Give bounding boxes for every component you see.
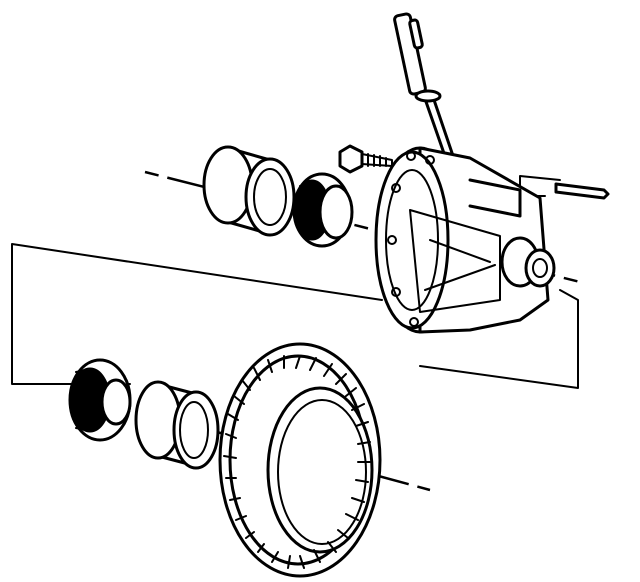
case-bolt-icon <box>338 144 393 174</box>
differential-case-icon <box>374 146 556 334</box>
bearing-cup-lower-icon <box>134 380 220 470</box>
bearing-cup-upper-icon <box>202 145 296 237</box>
side-bearing-upper-icon <box>292 172 354 248</box>
ring-gear-icon <box>218 342 382 578</box>
side-bearing-lower-icon <box>68 358 132 442</box>
pinion-shaft-pin-icon <box>554 182 610 200</box>
